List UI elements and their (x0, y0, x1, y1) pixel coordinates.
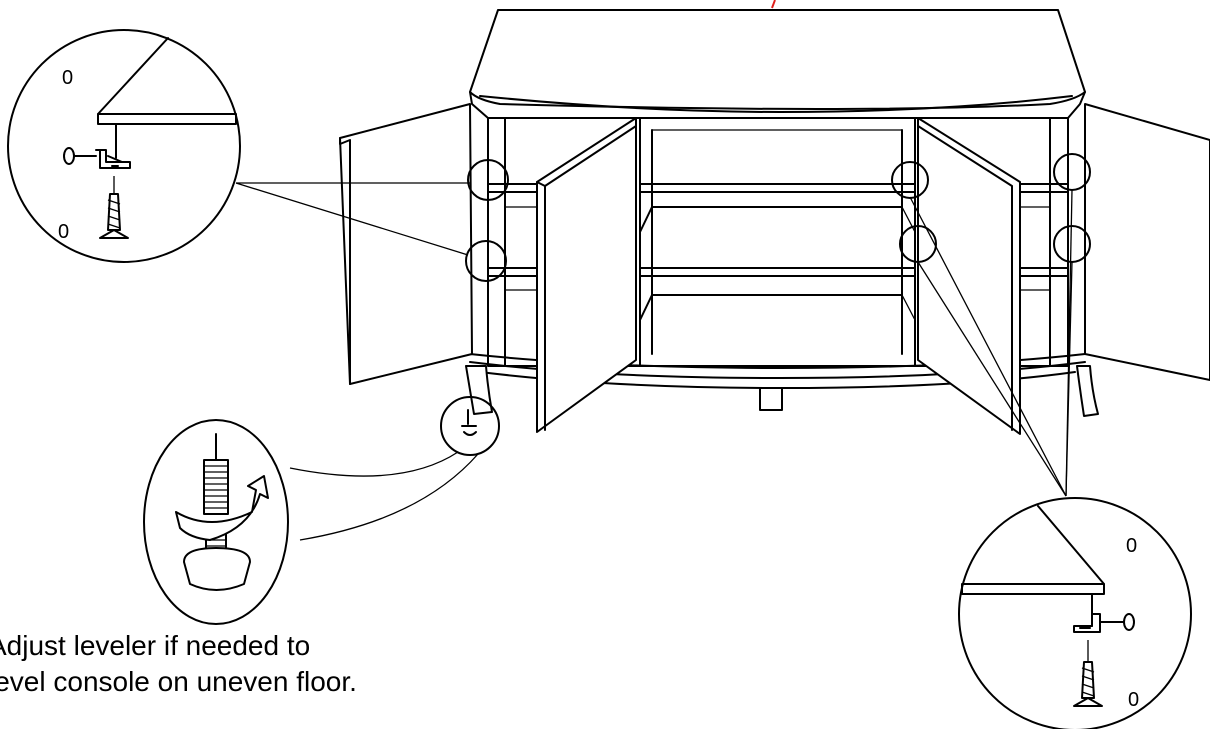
center-right-door (917, 117, 1021, 435)
bracket-detail-bottom-right: 0 0 (958, 497, 1192, 729)
leveler-foot (183, 547, 251, 591)
leveler-location-circle (440, 396, 500, 456)
caption-line-1: Adjust leveler if needed to (0, 630, 311, 661)
right-outer-door (1084, 103, 1210, 381)
hole-mark: 0 (1128, 689, 1139, 711)
left-outer-door (339, 103, 473, 385)
leveler-instruction-caption: Adjust leveler if needed to level consol… (0, 628, 357, 700)
hole-mark: 0 (58, 221, 69, 243)
caption-line-2: level console on uneven floor. (0, 666, 357, 697)
leveler-detail (143, 419, 289, 625)
bracket-detail-top-left: 0 0 (7, 29, 241, 263)
leader-lines (235, 182, 1073, 541)
right-leg (1076, 365, 1099, 417)
location-circle-left-upper (467, 159, 509, 201)
bracket-location-circles (440, 153, 1091, 456)
location-circle-left-lower (465, 240, 507, 282)
red-marker-line (771, 0, 776, 9)
center-left-door (536, 117, 637, 433)
hole-mark: 0 (1126, 535, 1137, 557)
hole-mark: 0 (62, 67, 73, 89)
rotate-arrow-icon (175, 475, 269, 541)
cabinet-doors (339, 103, 1210, 435)
